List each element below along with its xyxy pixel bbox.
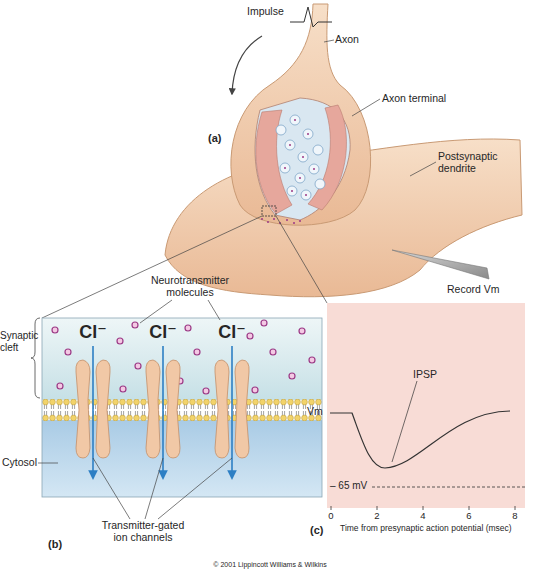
tick-label: 6 [463, 511, 475, 522]
leader-line [140, 300, 172, 323]
terminal-cutaway [255, 98, 350, 220]
tick-label: 0 [325, 511, 337, 522]
impulse-label: Impulse [247, 5, 284, 17]
axis-label: Vm [307, 405, 323, 417]
tick-label: 8 [509, 511, 521, 522]
molecules [52, 320, 315, 394]
zoom-region [262, 206, 276, 216]
zoom-line [42, 216, 262, 318]
cut-surface [308, 105, 346, 210]
ipsp-trace [330, 411, 510, 468]
ion-label: Cl⁻ [73, 322, 113, 343]
panel-frame [42, 318, 322, 497]
tick-label: 4 [417, 511, 429, 522]
impulse-arrow [232, 36, 262, 94]
dendrite-label: Postsynaptic dendrite [438, 150, 518, 174]
panel-letter: (c) [310, 524, 323, 537]
synaptic-vesicles [276, 115, 325, 200]
trace-label: IPSP [413, 368, 437, 380]
electrode-label: Record Vm [447, 283, 500, 295]
recording-electrode [392, 250, 489, 279]
leader-line [158, 458, 232, 519]
leader-line [392, 381, 417, 462]
ion-label: Cl⁻ [143, 322, 183, 343]
leader-line [38, 463, 58, 464]
axon-and-terminal-shape [231, 4, 371, 225]
ion-label: Cl⁻ [212, 322, 252, 343]
leader-line [324, 40, 334, 42]
cleft-label: Synaptic cleft [0, 330, 46, 353]
panel-b-illustration [31, 300, 322, 519]
leader-line [352, 99, 380, 116]
molecule-label: Neurotransmitter molecules [142, 274, 238, 298]
resting-level-line [372, 487, 525, 488]
zoom-line [276, 216, 327, 303]
cytosol-label: Cytosol [2, 456, 37, 468]
channel-label: Transmitter-gated ion channels [95, 519, 191, 543]
vesicle-contents [284, 119, 315, 196]
graph-background [327, 303, 525, 508]
cut-surface [256, 110, 292, 214]
copyright-note: © 2001 Lippincott Williams & Wilkins [150, 561, 390, 569]
leader-line [93, 458, 130, 519]
tick-label: 2 [371, 511, 383, 522]
terminal-label: Axon terminal [382, 92, 446, 104]
panel-letter: (a) [208, 132, 221, 145]
released-transmitter-dots [261, 218, 301, 224]
action-potential-spike [290, 7, 332, 27]
voltage-label: – 65 mV [330, 480, 367, 492]
leader-line [145, 458, 163, 519]
panel-a-illustration [42, 4, 522, 318]
leader-line [410, 162, 436, 176]
leader-line [208, 300, 220, 320]
panel-c-graph [327, 303, 525, 510]
axis-ticks [331, 506, 515, 510]
axon-label: Axon [335, 33, 359, 45]
panel-letter: (b) [48, 538, 62, 551]
axis-title: Time from presynaptic action potential (… [340, 524, 512, 534]
